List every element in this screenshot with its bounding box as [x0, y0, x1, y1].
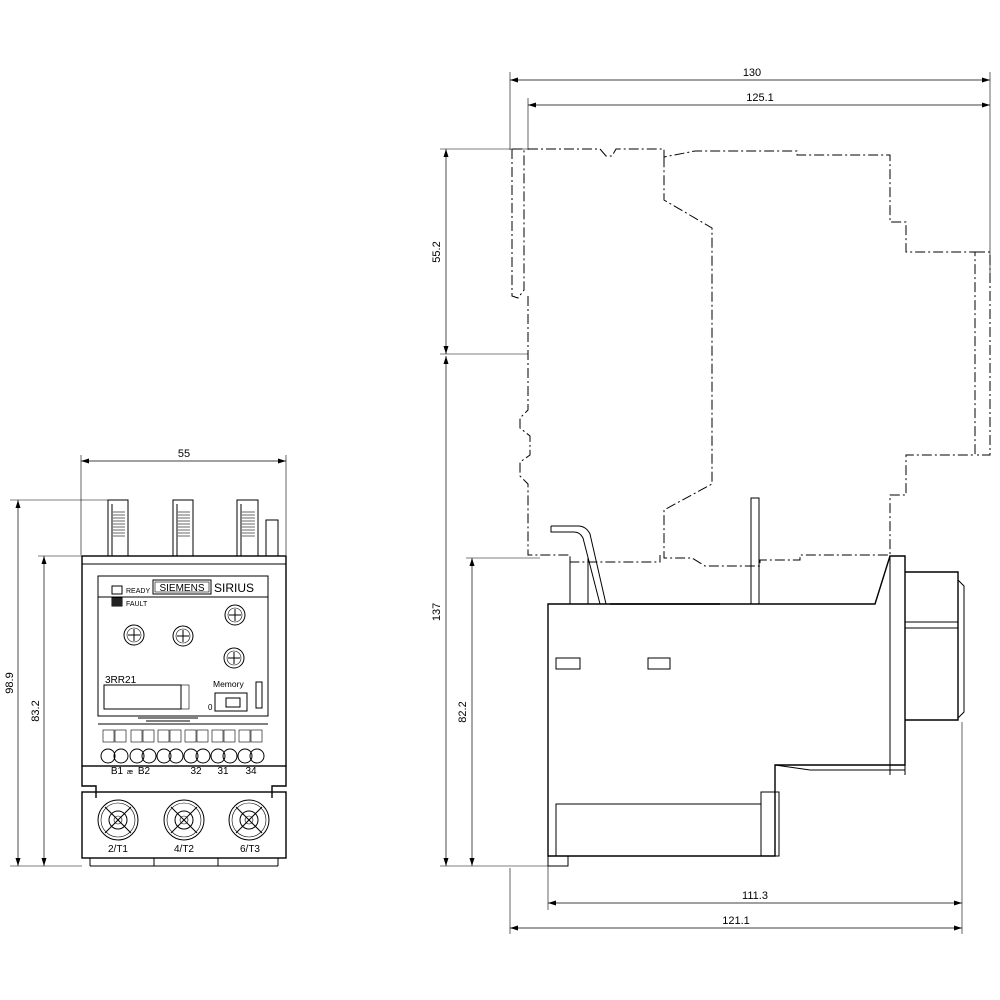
adjust-dial-2	[123, 624, 145, 646]
dimension-upper-height-label: 55.2	[431, 241, 443, 262]
main-label-4t2: 4/T2	[174, 844, 194, 855]
adjust-dial-1	[224, 604, 246, 626]
dimension-height-body: 83.2	[30, 555, 82, 866]
dimension-lower-height-label: 82.2	[457, 701, 469, 722]
dimension-width: 55	[80, 448, 287, 555]
aux-label-b2: B2	[138, 766, 151, 777]
brand-box	[152, 579, 212, 595]
memory-switch	[214, 692, 248, 712]
memory-off-label: 0	[208, 703, 213, 712]
side-view: 130 125.1 55.2 137 82.2	[431, 67, 991, 934]
fault-label: FAULT	[126, 601, 148, 608]
adjust-dial-4	[223, 647, 245, 669]
main-terminals: 2/T1 4/T2 6/T3	[97, 799, 270, 855]
front-panel: READY FAULT SIEMENS SIRIUS	[98, 579, 268, 722]
dimension-lower-height: 82.2	[457, 557, 540, 866]
dimension-height-body-label: 83.2	[30, 700, 42, 721]
main-terminal-screw-3	[228, 799, 270, 841]
dimension-height-total-side-label: 137	[431, 603, 443, 621]
side-connector-block	[889, 556, 965, 775]
dimension-depth-bottom-b-label: 121.1	[722, 915, 750, 927]
dimension-depth-total-label: 130	[743, 67, 761, 79]
main-label-6t3: 6/T3	[240, 844, 260, 855]
dimension-depth-bottom-a-label: 111.3	[742, 890, 768, 902]
dimension-depth-body: 125.1	[527, 92, 990, 150]
aux-label-b1: B1	[111, 766, 124, 777]
aux-terminal-block: B1 æ B2 32 31 34	[98, 723, 268, 777]
tab-2	[172, 499, 194, 556]
dimension-depth-bottom-a: 111.3	[547, 722, 963, 934]
dimension-depth-bottom-b: 121.1	[509, 868, 962, 934]
model-label: 3RR21	[105, 675, 137, 686]
memory-label: Memory	[213, 679, 244, 689]
aux-label-32: 32	[190, 766, 202, 777]
dimension-depth-total: 130	[509, 67, 991, 280]
adjust-dial-3	[172, 625, 194, 647]
aux-mark: æ	[127, 769, 133, 776]
dimension-height-total-side: 137	[431, 356, 550, 867]
top-terminal-tabs	[107, 499, 279, 557]
dimension-height-total-label: 98.9	[4, 672, 16, 693]
label-plate	[103, 684, 182, 710]
dimension-width-label: 55	[178, 448, 190, 460]
dimension-depth-body-label: 125.1	[746, 92, 774, 104]
main-terminal-screw-1	[97, 799, 139, 841]
dimension-upper-height: 55.2	[431, 148, 530, 355]
housing	[81, 555, 287, 867]
main-label-2t1: 2/T1	[108, 844, 128, 855]
brand-label: SIEMENS	[159, 583, 204, 594]
contactor-outline	[511, 148, 991, 567]
product-line-label: SIRIUS	[214, 581, 254, 595]
aux-label-31: 31	[217, 766, 229, 777]
front-view: 55 98.9 83.2	[4, 448, 287, 867]
tab-3	[236, 499, 259, 556]
main-terminal-screw-2	[163, 799, 205, 841]
aux-label-34: 34	[245, 766, 257, 777]
ready-label: READY	[126, 588, 150, 595]
tab-1	[107, 499, 129, 556]
ready-led-icon	[111, 585, 123, 595]
relay-body	[547, 497, 906, 867]
dimension-height-total: 98.9	[4, 499, 110, 867]
